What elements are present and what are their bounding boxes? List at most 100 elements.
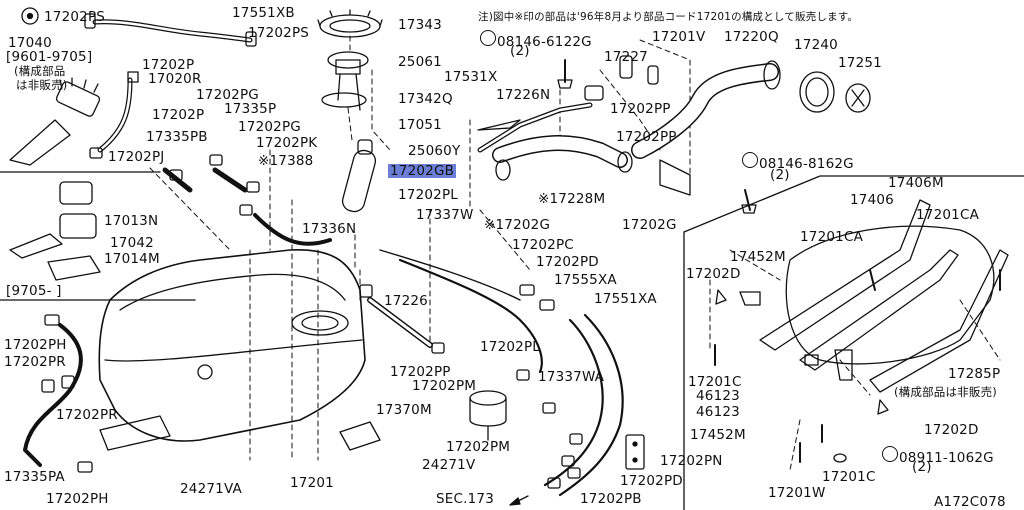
bolt-head <box>557 79 573 89</box>
part-label-17202g: ※17202G <box>484 217 551 233</box>
sender-body <box>335 59 361 75</box>
clamp <box>359 284 373 298</box>
clamp-17202ps <box>84 13 96 29</box>
part-label-17202pp-3: 17202PP <box>390 364 451 380</box>
part-label-17202pp-2: 17202PP <box>616 129 677 145</box>
part-label-17014m: 17014M <box>104 251 160 267</box>
mount-17014m <box>47 255 101 281</box>
clamp-17202pl <box>516 369 530 381</box>
tank-filler-ring <box>291 310 349 336</box>
range-label-9705: [9705- ] <box>6 283 62 299</box>
part-label-17202ps-2: 17202PS <box>248 25 310 41</box>
clamp-17202pg <box>209 154 223 166</box>
part-label-17227: 17227 <box>604 49 648 65</box>
clamp-17202pc <box>519 284 535 296</box>
clamp-17202pk <box>239 204 253 216</box>
tank-outline-right <box>785 225 995 365</box>
nut-label-08911-1062g: 08911-1062G <box>882 446 994 465</box>
clamp <box>41 379 55 393</box>
hose-17202pr <box>23 323 83 467</box>
tube-17337w-2 <box>379 249 521 301</box>
part-label-17051: 17051 <box>398 117 442 133</box>
part-label-17452m-2: 17452M <box>690 427 746 443</box>
part-label-17202p-2: 17202P <box>152 107 205 123</box>
clamp-17202ph-2 <box>77 461 93 473</box>
clamp-17202pd <box>539 299 555 311</box>
clamp-17202pm-2 <box>569 433 583 445</box>
clamp-17202pm <box>542 402 556 414</box>
fuel-pump-25060y <box>341 149 377 213</box>
clamp-17202pg-2 <box>246 181 260 193</box>
bolt-symbol-b <box>480 30 496 46</box>
hose-inner <box>368 298 432 347</box>
clamp-17202pp <box>431 342 445 354</box>
tank-seam <box>104 339 363 362</box>
part-label-24271v: 24271V <box>422 457 476 473</box>
part-label-17202g-2: 17202G <box>622 217 677 233</box>
nut-symbol-n <box>882 446 898 462</box>
part-label-24271va: 24271VA <box>180 481 242 497</box>
bolt-17201ca <box>869 269 876 291</box>
bracket-17452m <box>739 291 761 306</box>
part-label-17202p: 17202P <box>142 57 195 73</box>
clamp-17227 <box>584 85 604 101</box>
note-kosei-1: (構成部品 <box>14 64 66 78</box>
bolt-label-08146-6122g: 08146-6122G <box>480 30 592 49</box>
lock-ring-17343 <box>319 14 381 38</box>
fuel-filter-17020r <box>55 81 101 117</box>
sender-rod <box>337 73 341 101</box>
strap-17285p <box>869 249 1009 393</box>
part-label-46123: 46123 <box>696 388 740 404</box>
clip-17202d-2 <box>877 399 889 415</box>
filler-neck-end <box>763 60 781 90</box>
part-label-17201ca: 17201CA <box>916 207 980 223</box>
section-reference[interactable]: SEC.173 <box>436 491 494 507</box>
nut-08911-1062g <box>833 453 847 463</box>
hose-17551xa <box>558 313 624 497</box>
part-label-25060y: 25060Y <box>408 143 461 159</box>
strap-17406 <box>759 199 931 351</box>
part-label-17202pm: 17202PM <box>412 378 477 394</box>
tube-17201v <box>619 55 633 79</box>
cap-17251 <box>845 83 871 113</box>
part-label-17202pl-2: 17202PL <box>480 339 541 355</box>
part-label-17342q: 17342Q <box>398 91 453 107</box>
part-label-17228m: ※17228M <box>538 191 606 207</box>
bracket-17452m-2 <box>834 349 853 381</box>
part-label-17452m: 17452M <box>730 249 786 265</box>
bracket-hole <box>632 457 638 463</box>
pad-24271v <box>339 421 381 451</box>
diagram-code: A172C078 <box>934 494 1006 510</box>
part-label-17531x: 17531X <box>444 69 498 85</box>
part-label-17226n: 17226N <box>496 87 551 103</box>
part-label-17202gb-highlighted[interactable]: 17202GB <box>388 163 457 179</box>
dashed-leaders <box>149 35 1001 471</box>
seal-17240 <box>799 71 835 113</box>
bolt-symbol-b <box>742 152 758 168</box>
clamp <box>89 147 103 159</box>
bracket-hole <box>632 441 638 447</box>
bolt-qty: (2) <box>510 43 530 59</box>
cap-grip <box>851 89 865 107</box>
bracket-17202pn <box>625 434 645 470</box>
clip-17202d <box>715 289 727 305</box>
nut-qty: (2) <box>912 459 932 475</box>
pipe-17336n <box>253 213 332 246</box>
part-label-17202pr: 17202PR <box>4 354 66 370</box>
part-label-17202pd-2: 17202PD <box>620 473 683 489</box>
part-label-17013n: 17013N <box>104 213 159 229</box>
lock-ring-inner <box>329 19 371 33</box>
part-label-17202pk: 17202PK <box>256 135 318 151</box>
bolt-qty: (2) <box>770 167 790 183</box>
part-label-17406m: 17406M <box>888 175 944 191</box>
tank-contour <box>119 273 346 311</box>
part-label-17202pp: 17202PP <box>610 101 671 117</box>
clamp-17202g <box>495 159 511 181</box>
bracket-17042 <box>9 233 63 259</box>
clamp-17202g-2 <box>617 151 633 173</box>
part-label-17202pj: 17202PJ <box>108 149 165 165</box>
lock-ring-tabs <box>317 9 383 27</box>
range-label-9601-9705: [9601-9705] <box>6 49 93 65</box>
part-label-17201c-2: 17201C <box>822 469 876 485</box>
